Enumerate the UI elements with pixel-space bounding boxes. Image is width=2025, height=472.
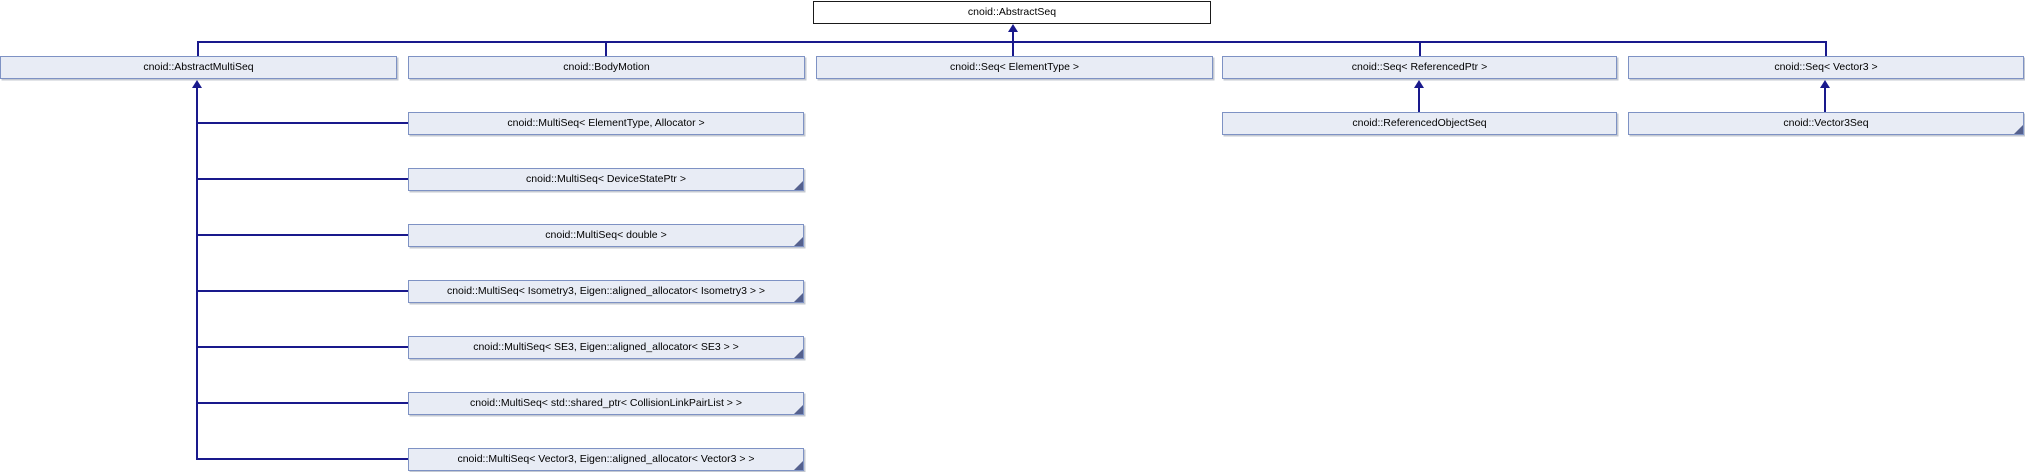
truncated-corner-icon <box>794 293 803 302</box>
connector-branch <box>196 234 408 236</box>
connector-referencedobjectseq <box>1418 86 1420 112</box>
class-node-multiseq-vector3[interactable]: cnoid::MultiSeq< Vector3, Eigen::aligned… <box>408 448 804 471</box>
class-label: cnoid::ReferencedObjectSeq <box>1352 117 1487 130</box>
connector-root-stem <box>1012 30 1014 56</box>
connector-stub-bodymotion <box>605 41 607 56</box>
class-node-vector3seq[interactable]: cnoid::Vector3Seq <box>1628 112 2024 135</box>
connector-stub-abstract-multiseq <box>197 41 199 56</box>
connector-branch <box>196 178 408 180</box>
inheritance-arrowhead <box>192 80 202 88</box>
truncated-corner-icon <box>2014 125 2023 134</box>
connector-branch <box>196 402 408 404</box>
class-label: cnoid::AbstractSeq <box>967 6 1057 19</box>
inheritance-arrowhead <box>1414 80 1424 88</box>
class-label: cnoid::Seq< Vector3 > <box>1774 61 1878 74</box>
connector-branch <box>196 346 408 348</box>
truncated-corner-icon <box>794 349 803 358</box>
class-label: cnoid::MultiSeq< double > <box>545 229 667 242</box>
connector-stub-seq-referencedptr <box>1419 41 1421 56</box>
connector-branch <box>196 122 408 124</box>
connector-rail <box>197 41 1827 43</box>
connector-branch <box>196 458 408 460</box>
class-node-referencedobjectseq[interactable]: cnoid::ReferencedObjectSeq <box>1222 112 1617 135</box>
class-node-abstract-multiseq[interactable]: cnoid::AbstractMultiSeq <box>0 56 397 79</box>
connector-stub-seq-vector3 <box>1825 41 1827 56</box>
connector-branch <box>196 290 408 292</box>
class-node-seq-referencedptr[interactable]: cnoid::Seq< ReferencedPtr > <box>1222 56 1617 79</box>
class-node-multiseq-elementtype-allocator[interactable]: cnoid::MultiSeq< ElementType, Allocator … <box>408 112 804 135</box>
class-node-abstract-seq[interactable]: cnoid::AbstractSeq <box>813 1 1211 24</box>
class-label: cnoid::MultiSeq< std::shared_ptr< Collis… <box>470 397 742 410</box>
truncated-corner-icon <box>794 237 803 246</box>
class-node-multiseq-devicestateptr[interactable]: cnoid::MultiSeq< DeviceStatePtr > <box>408 168 804 191</box>
class-node-multiseq-collisionlinkpairlist[interactable]: cnoid::MultiSeq< std::shared_ptr< Collis… <box>408 392 804 415</box>
class-node-multiseq-se3[interactable]: cnoid::MultiSeq< SE3, Eigen::aligned_all… <box>408 336 804 359</box>
class-node-bodymotion[interactable]: cnoid::BodyMotion <box>408 56 805 79</box>
class-label: cnoid::MultiSeq< Vector3, Eigen::aligned… <box>457 453 755 466</box>
class-label: cnoid::AbstractMultiSeq <box>143 61 254 74</box>
class-node-seq-elementtype[interactable]: cnoid::Seq< ElementType > <box>816 56 1213 79</box>
truncated-corner-icon <box>794 461 803 470</box>
class-label: cnoid::Seq< ReferencedPtr > <box>1351 61 1488 74</box>
connector-vector3seq <box>1824 86 1826 112</box>
class-label: cnoid::MultiSeq< Isometry3, Eigen::align… <box>446 285 766 298</box>
class-label: cnoid::MultiSeq< ElementType, Allocator … <box>507 117 705 130</box>
class-label: cnoid::MultiSeq< DeviceStatePtr > <box>526 173 686 186</box>
class-label: cnoid::Vector3Seq <box>1783 117 1869 130</box>
truncated-corner-icon <box>794 405 803 414</box>
class-label: cnoid::Seq< ElementType > <box>950 61 1079 74</box>
truncated-corner-icon <box>794 181 803 190</box>
inheritance-arrowhead <box>1820 80 1830 88</box>
class-label: cnoid::BodyMotion <box>563 61 650 74</box>
class-label: cnoid::MultiSeq< SE3, Eigen::aligned_all… <box>473 341 739 354</box>
class-node-multiseq-double[interactable]: cnoid::MultiSeq< double > <box>408 224 804 247</box>
class-node-multiseq-isometry3[interactable]: cnoid::MultiSeq< Isometry3, Eigen::align… <box>408 280 804 303</box>
connector-trunk-multiseq <box>196 86 198 460</box>
class-node-seq-vector3[interactable]: cnoid::Seq< Vector3 > <box>1628 56 2024 79</box>
inheritance-arrowhead <box>1008 24 1018 32</box>
